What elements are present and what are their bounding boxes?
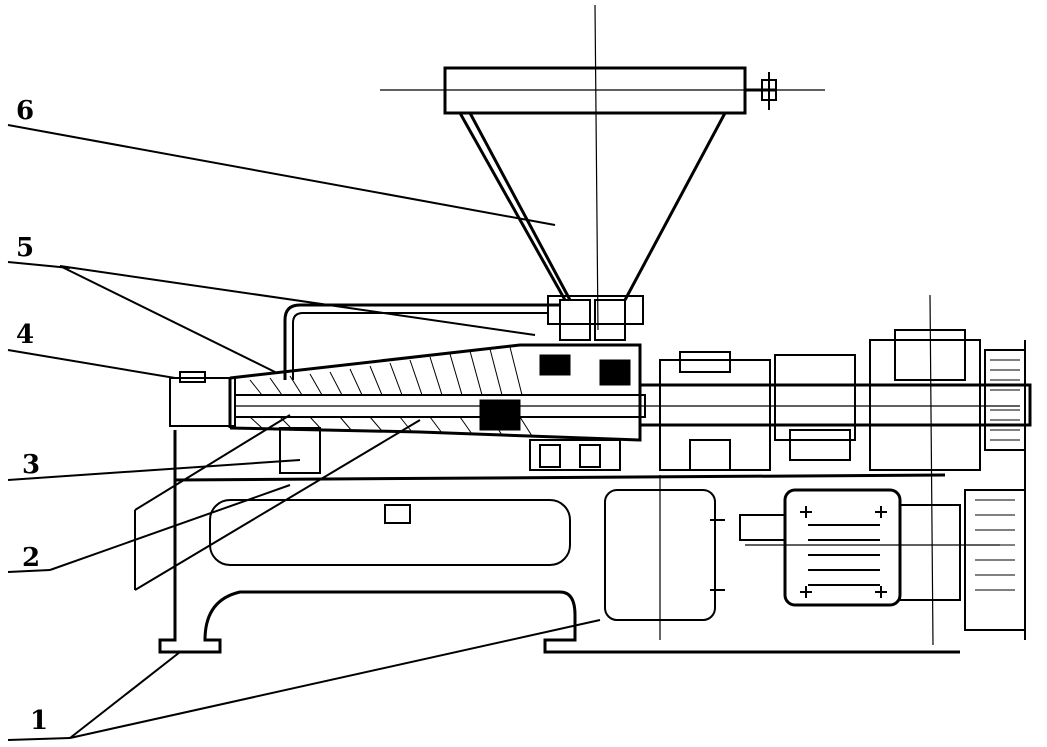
- cooling-pipe: [283, 303, 560, 380]
- gearbox: [638, 329, 1032, 640]
- base-frame: [158, 430, 960, 654]
- hopper-centerline: [594, 4, 599, 331]
- callout-label-3: 3: [22, 450, 41, 480]
- callout-label-5: 5: [16, 233, 35, 263]
- leader-lines: [7, 124, 601, 741]
- callout-label-4: 4: [16, 320, 35, 350]
- callout-label-1: 1: [30, 706, 49, 736]
- callout-label-6: 6: [16, 96, 35, 126]
- hopper: [443, 66, 777, 341]
- motor: [739, 488, 1026, 631]
- callout-label-2: 2: [22, 543, 41, 573]
- barrel: [169, 343, 1020, 474]
